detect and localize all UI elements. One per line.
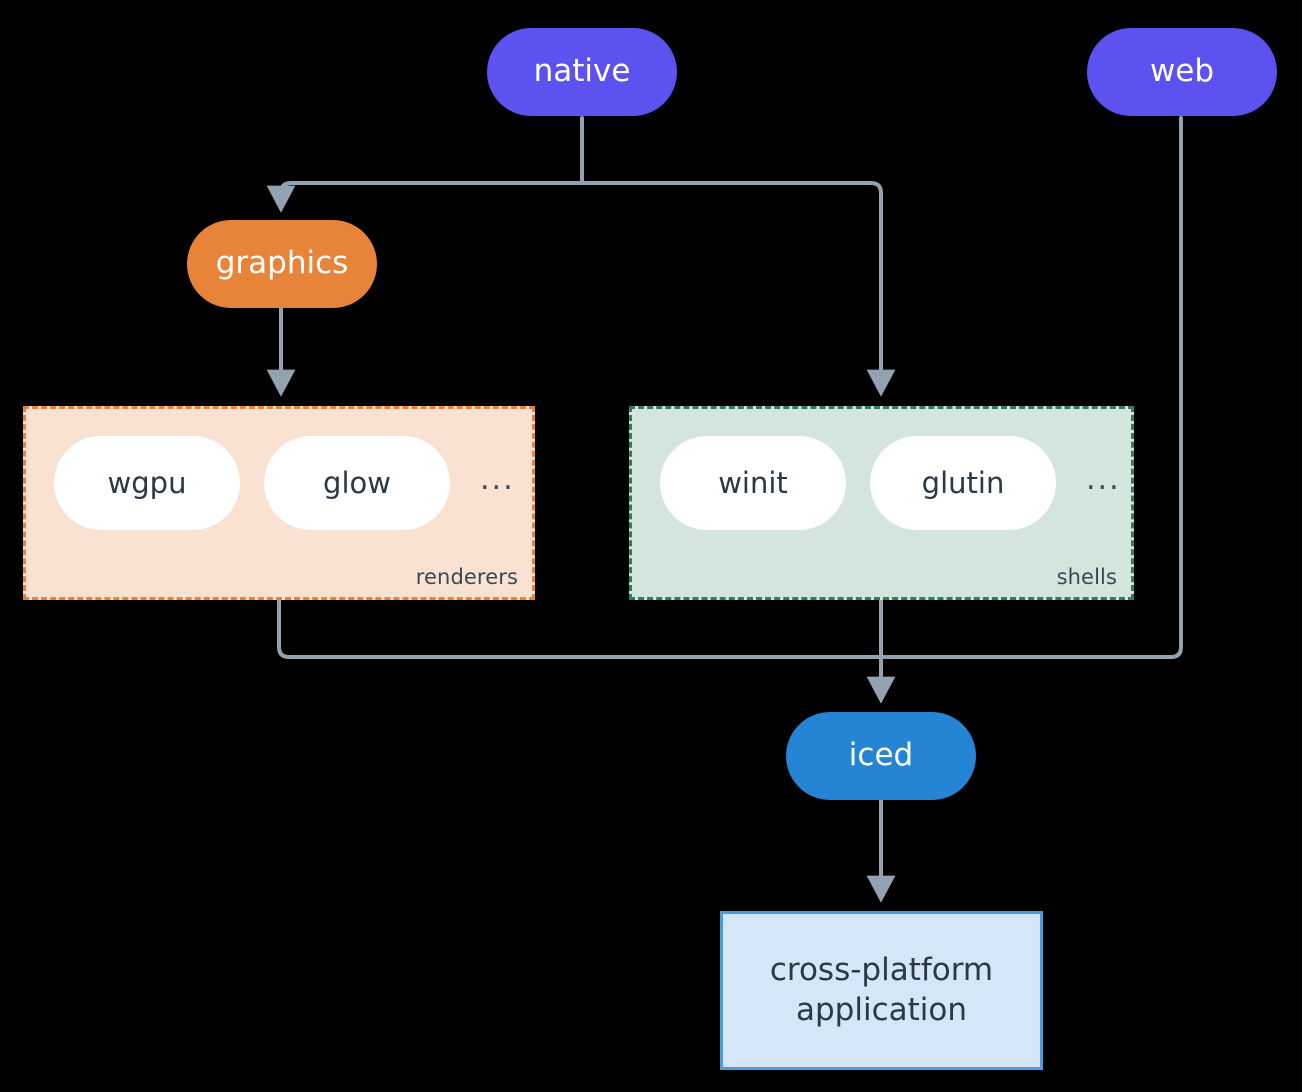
group-shells: winit glutin ... shells [629,406,1134,600]
chip-wgpu[interactable]: wgpu [54,436,240,530]
renderers-more-ellipsis: ... [480,462,515,497]
node-native[interactable]: native [487,28,677,116]
edge-native-shells [580,181,896,397]
chip-winit[interactable]: winit [660,436,846,530]
shells-chip-list: winit glutin ... [660,436,1121,530]
node-cross-platform-application[interactable]: cross-platform application [720,911,1043,1070]
application-label-line2: application [796,991,967,1028]
edge-renderers-iced [277,598,883,659]
chip-glutin-label: glutin [921,466,1005,500]
node-iced[interactable]: iced [786,712,976,800]
shells-more-ellipsis: ... [1086,462,1121,497]
application-label-line1: cross-platform [769,951,994,988]
node-web[interactable]: web [1087,28,1277,116]
node-graphics-label: graphics [215,245,349,282]
group-renderers: wgpu glow ... renderers [23,406,535,600]
chip-winit-label: winit [718,466,788,500]
chip-glutin[interactable]: glutin [870,436,1056,530]
renderers-chip-list: wgpu glow ... [54,436,515,530]
node-web-label: web [1149,53,1215,90]
edge-native-graphics [266,181,584,213]
group-shells-label: shells [1056,565,1117,589]
node-graphics[interactable]: graphics [187,220,377,308]
chip-glow[interactable]: glow [264,436,450,530]
chip-wgpu-label: wgpu [107,466,187,500]
node-native-label: native [533,53,631,90]
node-iced-label: iced [848,737,914,774]
group-renderers-label: renderers [415,565,518,589]
chip-glow-label: glow [323,466,391,500]
